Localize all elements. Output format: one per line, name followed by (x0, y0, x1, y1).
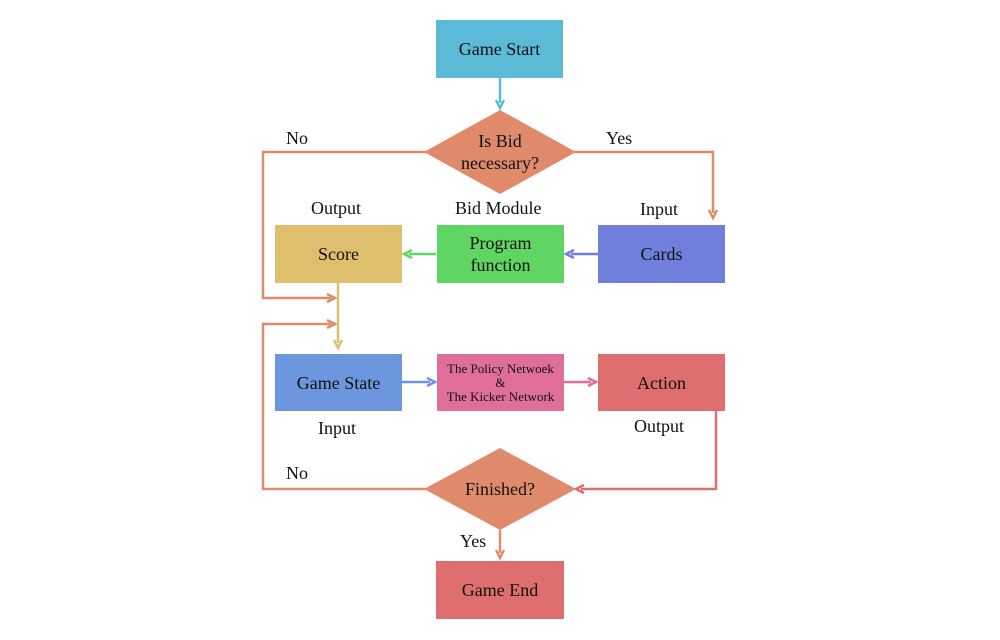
finished-decision-shape (424, 448, 576, 530)
arrowhead (494, 549, 506, 561)
output-label-score: Output (311, 198, 362, 218)
arrowhead (401, 248, 413, 260)
edge-action-to-finished (581, 411, 718, 491)
bid-decision-node: Is Bid necessary? (424, 110, 576, 194)
bid-decision-label: Is Bid necessary? (461, 131, 539, 173)
arrowhead (494, 99, 506, 111)
action-label: Action (637, 372, 686, 393)
policy-network-label: The Policy Netwoek & The Kicker Network (446, 360, 555, 404)
input-label-cards: Input (640, 199, 678, 219)
program-function-label: Program function (469, 233, 532, 275)
arrowhead (573, 483, 585, 495)
cards-node: Cards (598, 225, 725, 283)
arrowhead (587, 376, 599, 388)
game-end-node: Game End (436, 561, 564, 619)
bid-decision-shape (424, 110, 576, 194)
score-node: Score (275, 225, 402, 283)
finished-decision-node: Finished? (424, 448, 576, 530)
score-label: Score (318, 244, 359, 264)
bid-module-label: Bid Module (455, 198, 542, 218)
cards-label: Cards (640, 244, 683, 264)
arrowhead (326, 318, 338, 330)
game-end-label: Game End (461, 580, 539, 600)
arrowhead (563, 248, 575, 260)
arrowhead (707, 209, 719, 221)
no-label-top: No (286, 128, 308, 148)
arrowhead (332, 339, 344, 351)
input-label-state: Input (318, 418, 356, 438)
edge-yes-to-cards (574, 150, 715, 213)
yes-label-top: Yes (606, 128, 633, 148)
yes-label-bottom: Yes (460, 531, 487, 551)
no-label-bottom: No (286, 463, 308, 483)
action-node: Action (598, 354, 725, 411)
policy-network-node: The Policy Netwoek & The Kicker Network (437, 354, 564, 411)
arrowhead (426, 376, 438, 388)
edge-no-to-state (261, 150, 426, 300)
game-state-node: Game State (275, 354, 402, 411)
arrowhead (326, 292, 338, 304)
finished-decision-label: Finished? (465, 479, 535, 499)
program-function-node: Program function (437, 225, 564, 283)
output-label-action: Output (634, 416, 685, 436)
edge-finished-no-loop (261, 322, 426, 491)
game-state-label: Game State (296, 372, 381, 393)
game-start-label: Game Start (458, 39, 541, 59)
game-start-node: Game Start (436, 20, 563, 78)
